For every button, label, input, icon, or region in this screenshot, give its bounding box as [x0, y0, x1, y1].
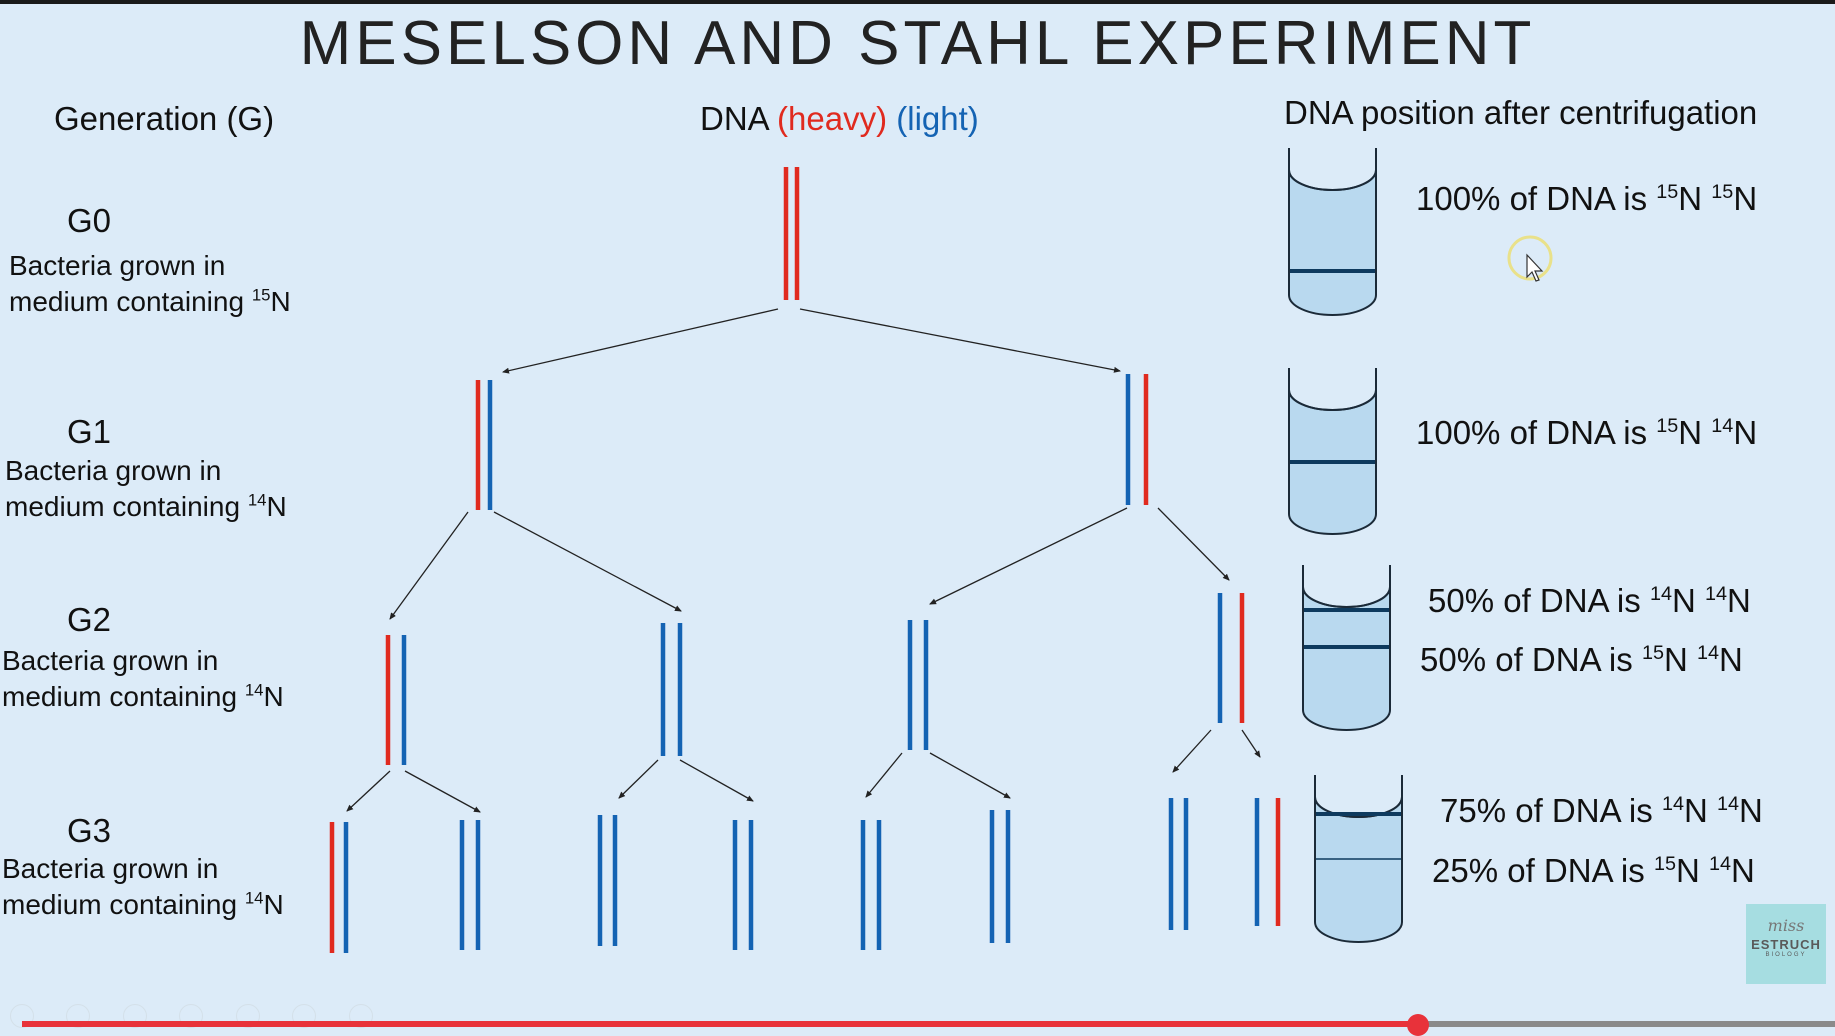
g2-result-2: 50% of DNA is 15N 14N: [1420, 641, 1743, 678]
centrifuge-tube: [1288, 368, 1377, 535]
more-icon[interactable]: [348, 1004, 373, 1028]
dna-molecule: [783, 167, 800, 300]
g1-description: Bacteria grown in medium containing 14N: [5, 453, 287, 525]
g0-desc-line1: Bacteria grown in: [9, 250, 226, 281]
slides-icon[interactable]: [179, 1004, 204, 1028]
replication-arrow: [404, 770, 481, 813]
centrifuge-tube: [1302, 565, 1391, 731]
replication-arrow: [865, 752, 903, 798]
replication-arrow: [389, 511, 469, 620]
video-progress-handle[interactable]: [1407, 1014, 1429, 1036]
g0-description: Bacteria grown in medium containing 15N: [9, 248, 291, 320]
replication-arrow: [502, 308, 779, 374]
slide-title: MESELSON AND STAHL EXPERIMENT: [299, 9, 1536, 78]
g1-result-1: 100% of DNA is 15N 14N: [1416, 414, 1758, 451]
g3-result-2: 25% of DNA is 15N 14N: [1432, 852, 1755, 889]
subtitles-icon[interactable]: [292, 1004, 317, 1028]
centrifuge-tube: [1288, 148, 1377, 316]
g3-result-1: 75% of DNA is 14N 14N: [1440, 792, 1763, 829]
g3-desc-line1: Bacteria grown in: [2, 853, 219, 884]
dna-molecule: [597, 815, 618, 946]
centrifuge-tube: [1314, 775, 1403, 943]
generation-header: Generation (G): [54, 100, 275, 137]
dna-molecule: [475, 380, 493, 510]
replication-arrow: [1157, 507, 1230, 581]
dna-header-label: DNA: [700, 100, 768, 137]
dna-header: DNA (heavy) (light): [700, 100, 979, 138]
replication-arrow: [929, 752, 1011, 799]
light-legend: (light): [896, 100, 979, 137]
position-header: DNA position after centrifugation: [1284, 94, 1758, 131]
replication-arrow: [346, 770, 391, 812]
g0-label: G0: [67, 202, 112, 239]
cursor-highlight: [1507, 235, 1553, 281]
g2-label: G2: [67, 601, 112, 638]
video-progress-fill: [22, 1021, 1418, 1027]
g1-label: G1: [67, 413, 112, 450]
g0-result-1: 100% of DNA is 15N 15N: [1416, 180, 1758, 217]
g2-result-1: 50% of DNA is 14N 14N: [1428, 582, 1751, 619]
dna-molecule: [1168, 798, 1189, 930]
replication-arrow: [1241, 729, 1261, 758]
replication-arrow: [929, 507, 1128, 605]
dna-molecule: [1125, 374, 1149, 505]
g2-description: Bacteria grown in medium containing 14N: [2, 643, 284, 715]
g2-desc-line2: medium containing 14N: [2, 680, 284, 712]
dna-molecule: [907, 620, 929, 750]
next-icon[interactable]: [66, 1004, 91, 1028]
g3-description: Bacteria grown in medium containing 14N: [2, 851, 284, 923]
g0-desc-line2: medium containing 15N: [9, 285, 291, 317]
cursor-icon: [1526, 253, 1544, 282]
dna-molecule: [459, 820, 481, 950]
pen-icon[interactable]: [122, 1004, 147, 1028]
dna-molecule: [329, 822, 349, 953]
dna-molecule: [385, 635, 407, 765]
dna-molecule: [1254, 798, 1281, 926]
dna-molecule: [860, 820, 882, 950]
g1-desc-line2: medium containing 14N: [5, 490, 287, 522]
dna-molecule: [989, 810, 1011, 943]
estruch-biology-logo: miss ESTRUCH BIOLOGY: [1746, 904, 1826, 984]
top-border: [0, 0, 1835, 4]
zoom-icon[interactable]: [235, 1004, 260, 1028]
g3-label: G3: [67, 812, 112, 849]
replication-arrow: [618, 759, 659, 799]
replication-arrow: [799, 308, 1121, 373]
heavy-legend: (heavy): [777, 100, 888, 137]
replication-arrow: [1172, 729, 1212, 773]
replication-arrow: [493, 511, 682, 612]
g1-desc-line1: Bacteria grown in: [5, 455, 222, 486]
replication-arrow: [679, 759, 754, 802]
prev-icon[interactable]: [10, 1004, 34, 1028]
dna-molecule: [660, 623, 683, 756]
player-controls: [10, 1004, 401, 1028]
dna-molecule: [1217, 593, 1245, 723]
g3-desc-line2: medium containing 14N: [2, 888, 284, 920]
dna-molecule: [732, 820, 754, 950]
g2-desc-line1: Bacteria grown in: [2, 645, 219, 676]
